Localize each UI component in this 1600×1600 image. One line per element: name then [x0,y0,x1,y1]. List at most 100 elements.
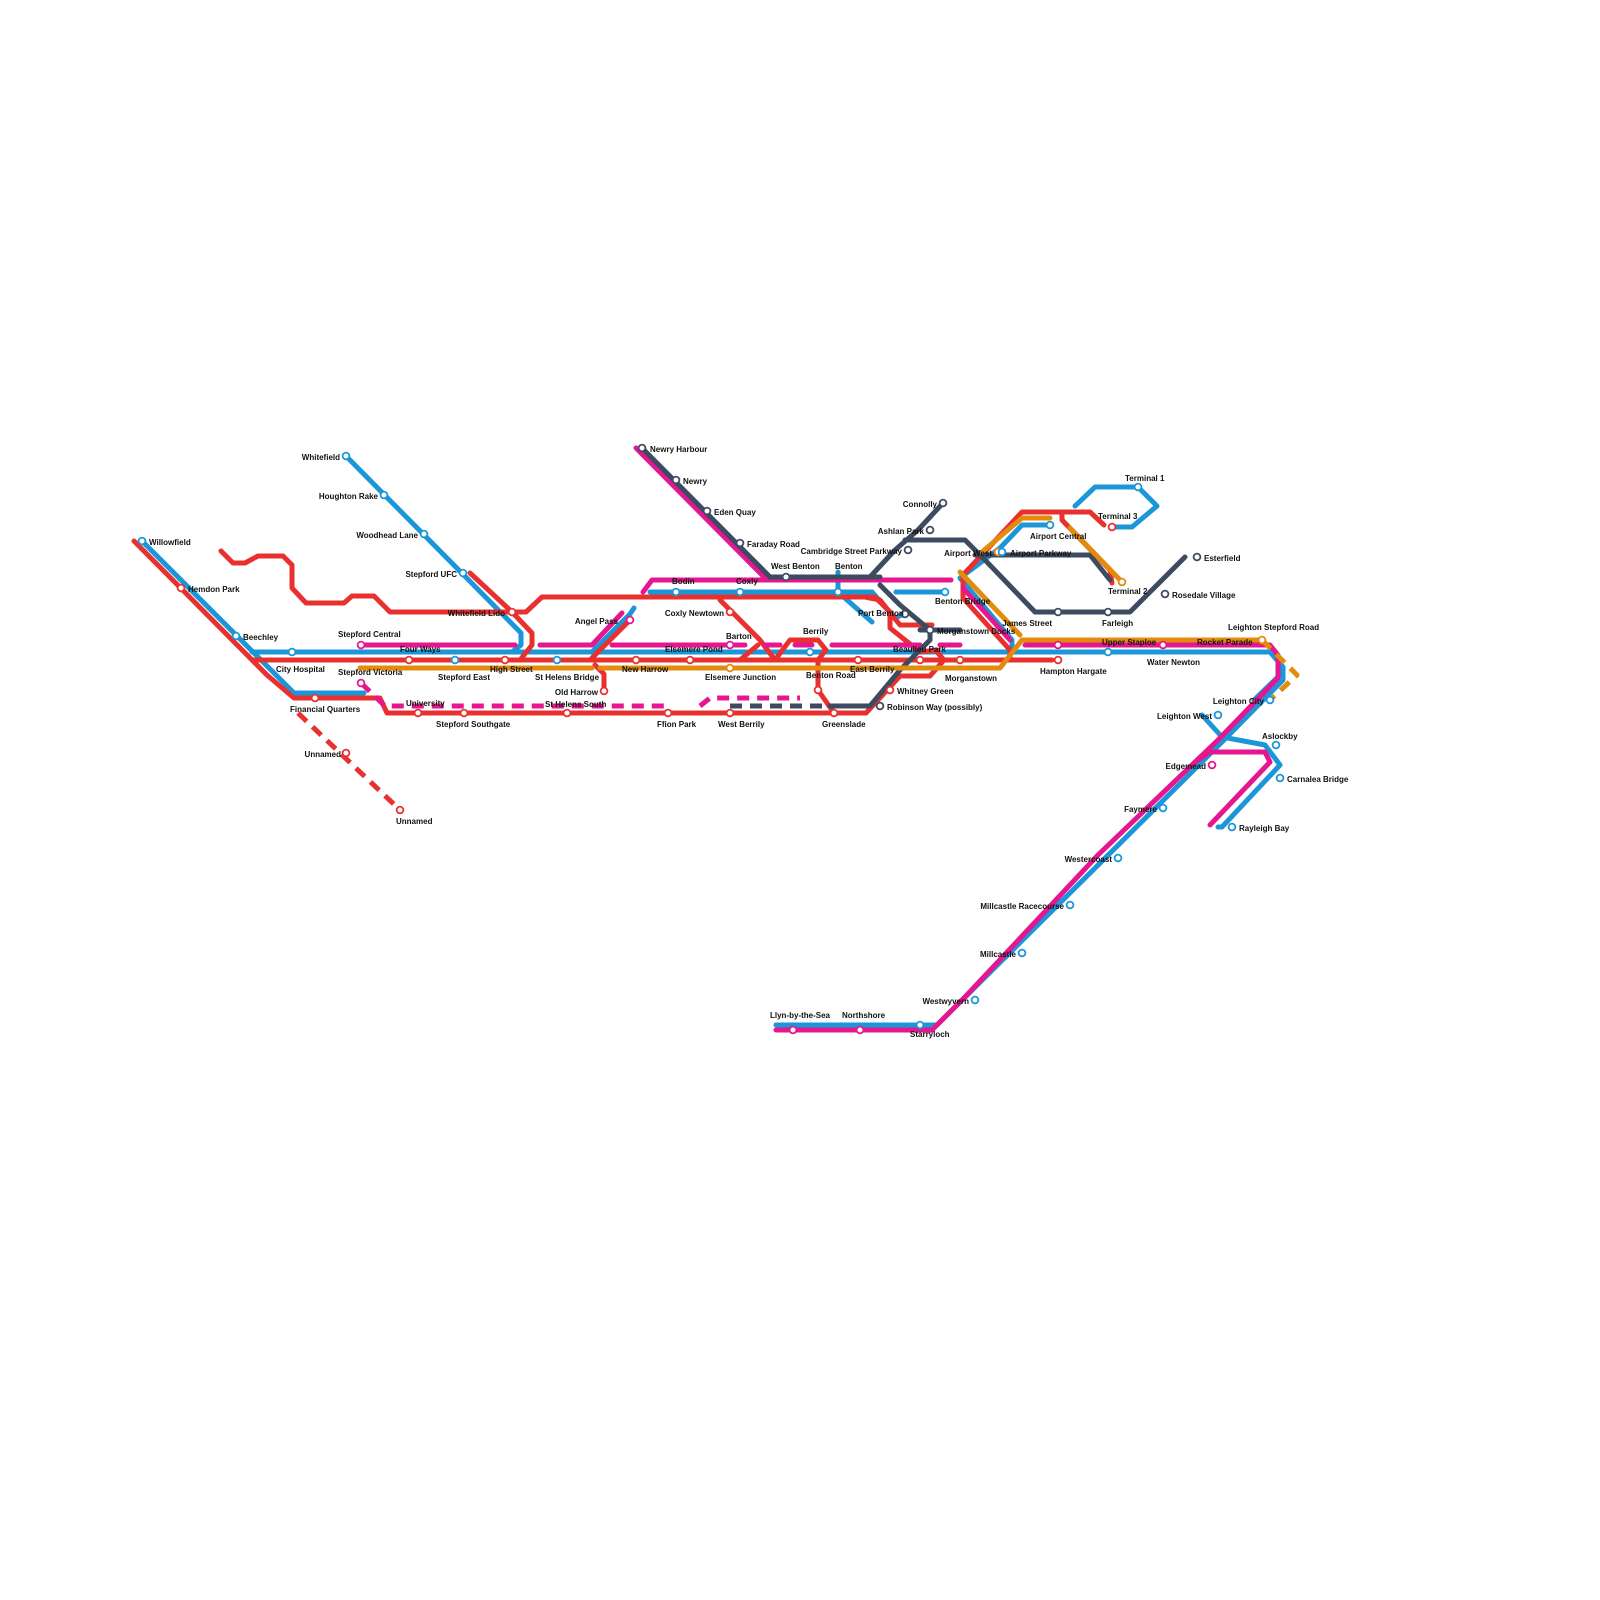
station-marker[interactable] [413,708,423,718]
station-marker[interactable] [1103,647,1113,657]
station-marker[interactable] [1271,740,1281,750]
station-label: Esterfield [1204,554,1241,563]
station-marker[interactable] [788,1025,798,1035]
station-marker[interactable] [562,708,572,718]
station-marker[interactable] [725,663,735,673]
station-marker[interactable] [1257,635,1267,645]
station-marker[interactable] [997,547,1007,557]
station-marker[interactable] [356,678,366,688]
station-label: Airport Central [1030,532,1086,541]
station-marker[interactable] [458,568,468,578]
orange-line-segment [597,637,1265,671]
station-marker[interactable] [625,615,635,625]
station-marker[interactable] [341,748,351,758]
station-marker[interactable] [1133,482,1143,492]
station-marker[interactable] [1053,640,1063,650]
magenta-line-segment [773,642,1281,1033]
station-marker[interactable] [940,587,950,597]
station-marker[interactable] [176,583,186,593]
station-marker[interactable] [855,1025,865,1035]
station-marker[interactable] [1053,655,1063,665]
station-marker[interactable] [829,708,839,718]
station-marker[interactable] [1227,822,1237,832]
station-marker[interactable] [1113,853,1123,863]
station-marker[interactable] [938,498,948,508]
station-marker[interactable] [925,625,935,635]
station-marker[interactable] [1065,900,1075,910]
station-marker[interactable] [1207,760,1217,770]
station-marker[interactable] [507,607,517,617]
station-marker[interactable] [599,686,609,696]
station-marker[interactable] [356,640,366,650]
station-marker[interactable] [1053,607,1063,617]
station-marker[interactable] [781,572,791,582]
station-marker[interactable] [735,538,745,548]
station-label: St Helens Bridge [535,673,600,682]
station-marker[interactable] [459,708,469,718]
station-marker[interactable] [1213,710,1223,720]
station-label: Woodhead Lane [356,531,418,540]
navy-line-segment [639,445,883,580]
station-marker[interactable] [419,529,429,539]
station-label: Unnamed [396,817,433,826]
station-marker[interactable] [287,647,297,657]
station-marker[interactable] [1275,773,1285,783]
station-label: Bodin [672,577,695,586]
station-marker[interactable] [1103,607,1113,617]
station-marker[interactable] [725,607,735,617]
station-marker[interactable] [1117,577,1127,587]
station-marker[interactable] [231,631,241,641]
station-marker[interactable] [404,655,414,665]
station-marker[interactable] [671,475,681,485]
station-marker[interactable] [915,1020,925,1030]
station-label: Leighton City [1213,697,1265,706]
station-marker[interactable] [1160,589,1170,599]
station-marker[interactable] [379,490,389,500]
station-marker[interactable] [735,587,745,597]
orange-line-segment [979,515,1053,555]
station-marker[interactable] [685,655,695,665]
station-label: Cambridge Street Parkway [801,547,903,556]
station-marker[interactable] [631,655,641,665]
station-label: Port Benton [858,609,904,618]
station-marker[interactable] [885,685,895,695]
station-marker[interactable] [955,655,965,665]
station-marker[interactable] [970,995,980,1005]
station-marker[interactable] [833,587,843,597]
station-marker[interactable] [1017,948,1027,958]
station-marker[interactable] [903,545,913,555]
station-marker[interactable] [1107,522,1117,532]
station-marker[interactable] [1045,520,1055,530]
station-marker[interactable] [1158,640,1168,650]
station-marker[interactable] [341,451,351,461]
station-marker[interactable] [552,655,562,665]
station-marker[interactable] [1265,695,1275,705]
station-label: University [406,699,445,708]
station-marker[interactable] [725,640,735,650]
station-label: Faymere [1124,805,1157,814]
station-marker[interactable] [395,805,405,815]
station-marker[interactable] [725,708,735,718]
station-marker[interactable] [500,655,510,665]
station-marker[interactable] [915,655,925,665]
station-marker[interactable] [875,701,885,711]
station-marker[interactable] [1192,552,1202,562]
station-marker[interactable] [671,587,681,597]
station-label: Upper Staploe [1102,638,1157,647]
station-marker[interactable] [1158,803,1168,813]
station-marker[interactable] [900,609,910,619]
station-marker[interactable] [310,693,320,703]
station-marker[interactable] [925,525,935,535]
station-marker[interactable] [853,655,863,665]
station-label: Greenslade [822,720,866,729]
station-marker[interactable] [450,655,460,665]
station-marker[interactable] [813,685,823,695]
navy-line-segment [827,582,933,709]
station-marker[interactable] [137,536,147,546]
station-marker[interactable] [805,647,815,657]
station-marker[interactable] [637,443,647,453]
station-label: James Street [1002,619,1052,628]
station-marker[interactable] [702,506,712,516]
station-marker[interactable] [663,708,673,718]
